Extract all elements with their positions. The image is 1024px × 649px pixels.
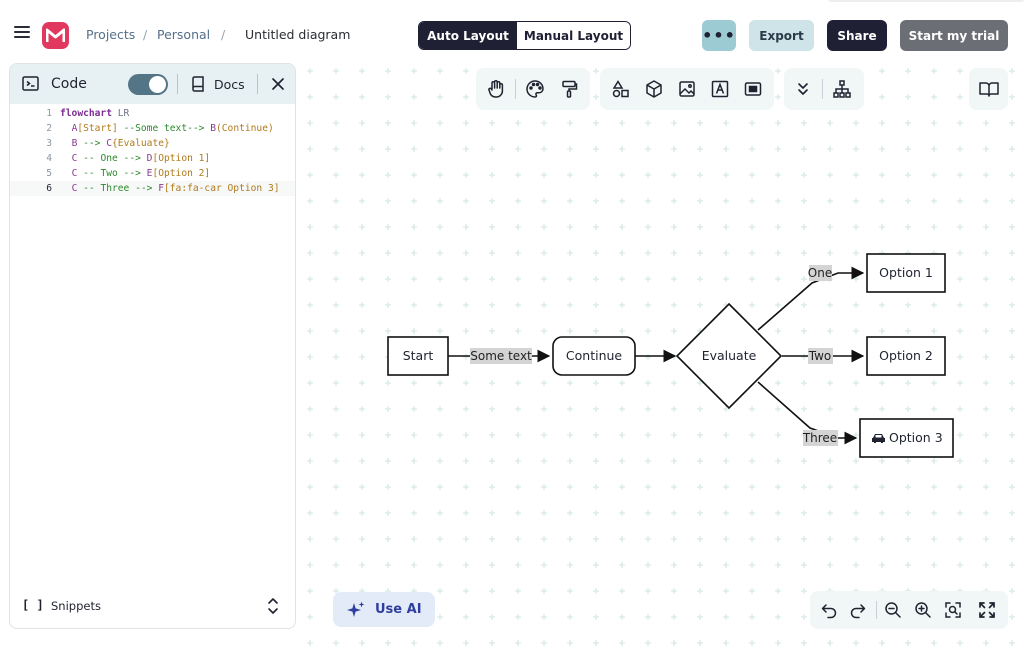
shapes-icon[interactable] [610,78,632,100]
code-editor[interactable]: 1 flowchart LR 2 A[Start] --Some text-->… [10,106,295,196]
palette-icon[interactable] [524,78,546,100]
window-edge [826,0,1024,2]
car-icon [872,434,885,443]
undo-icon[interactable] [820,601,838,619]
code-line: 3 B --> C{Evaluate} [46,138,170,149]
layout-toggle: Auto Layout Manual Layout [418,21,631,50]
code-panel-header: Code Docs [10,64,295,104]
code-editor-icon [22,76,39,91]
node-option-1[interactable]: Option 1 [866,253,946,293]
code-panel-title: Code [51,76,87,92]
app-logo[interactable] [42,22,69,49]
toolbar-insert [600,68,774,110]
zoom-controls [810,591,1008,629]
document-title[interactable]: Untitled diagram [245,27,351,42]
snippets-section[interactable]: [ ] Snippets [10,592,295,620]
node-option-3[interactable]: Option 3 [859,418,954,458]
auto-layout-button[interactable]: Auto Layout [419,22,517,49]
code-line-active: 6 C -- Three --> F[fa:fa-car Option 3] [10,181,295,196]
docs-label: Docs [214,76,245,92]
more-options-button[interactable]: ••• [702,20,736,51]
cube-icon[interactable] [643,78,665,100]
node-continue[interactable]: Continue [552,336,636,376]
menu-icon[interactable] [14,26,30,38]
edge-label-bg [803,430,838,446]
fullscreen-icon[interactable] [978,601,996,619]
toolbar-divider [515,79,516,99]
code-line: 4 C -- One --> D[Option 1] [46,153,211,164]
toolbar-interaction [476,68,590,110]
snippets-label: Snippets [51,599,101,613]
brackets-icon: [ ] [22,598,44,612]
edge-label-three: Three [802,431,837,445]
node-option3-label: Option 3 [889,430,943,445]
sparkles-icon [347,601,365,617]
hierarchy-icon[interactable] [831,78,853,100]
zoom-in-icon[interactable] [914,601,932,619]
node-option-2[interactable]: Option 2 [866,336,946,376]
panel-divider [257,74,258,94]
node-option2-label: Option 2 [879,348,933,363]
chevron-up-down-icon[interactable] [267,596,279,616]
diagram-canvas[interactable]: Some text One Two Three Start Continue E… [297,58,1024,649]
edge-label-bg [470,348,532,364]
fit-view-icon[interactable] [944,601,962,619]
breadcrumb-projects[interactable]: Projects [86,27,136,42]
node-evaluate-label: Evaluate [702,348,757,363]
breadcrumb-separator: / [221,27,226,42]
edge-label-two: Two [808,349,832,363]
frame-icon[interactable] [742,78,764,100]
close-icon[interactable] [270,76,286,92]
code-line: 2 A[Start] --Some text--> B(Continue) [46,123,274,134]
breadcrumb-separator: / [143,27,148,42]
code-line: 5 C -- Two --> E[Option 2] [46,168,211,179]
zoom-out-icon[interactable] [884,601,902,619]
image-icon[interactable] [676,78,698,100]
code-line: 1 flowchart LR [46,108,130,119]
toolbar-divider [876,601,877,619]
breadcrumb-personal[interactable]: Personal [157,27,211,42]
book-icon [192,76,204,92]
start-trial-button[interactable]: Start my trial [900,20,1008,51]
manual-layout-button[interactable]: Manual Layout [517,22,630,49]
share-button[interactable]: Share [827,20,887,51]
text-box-icon[interactable] [709,78,731,100]
export-button[interactable]: Export [749,20,814,51]
node-evaluate[interactable]: Evaluate [675,302,783,410]
node-option1-label: Option 1 [879,265,933,280]
docs-button[interactable]: Docs [191,74,245,94]
hand-icon[interactable] [485,78,507,100]
use-ai-button[interactable]: Use AI [333,592,435,627]
top-header: Projects / Personal / Untitled diagram A… [0,0,1024,66]
paint-roller-icon[interactable] [558,78,580,100]
toolbar-divider [822,79,823,99]
code-panel: Code Docs 1 flowchart LR 2 A[Start] --So… [9,63,296,629]
panel-divider [177,74,178,94]
node-continue-label: Continue [566,348,623,363]
edge-label-bg [808,348,833,364]
edge-label-some-text: Some text [470,349,532,363]
node-start[interactable]: Start [387,336,449,376]
redo-icon[interactable] [849,601,867,619]
toolbar-layout [784,68,864,110]
toolbar-docs [969,68,1008,110]
node-start-label: Start [403,348,434,363]
book-icon[interactable] [978,78,1000,100]
use-ai-label: Use AI [375,602,422,617]
double-chevron-down-icon[interactable] [792,78,814,100]
edge-label-bg [809,265,832,281]
code-panel-toggle[interactable] [128,74,168,95]
edge-label-one: One [808,266,832,280]
